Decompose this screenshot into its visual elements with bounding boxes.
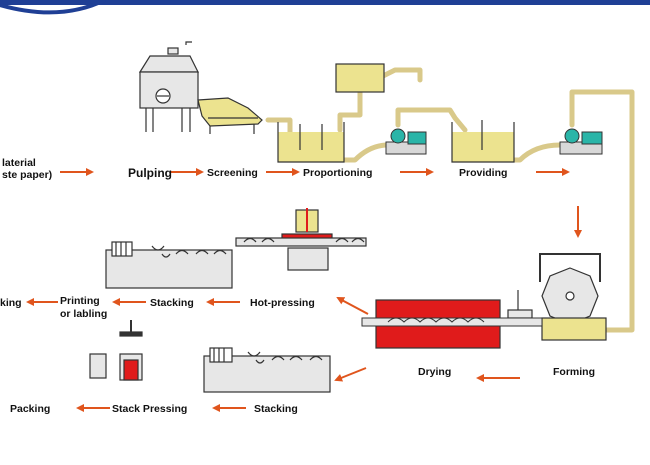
stacking-machine-icon: [105, 241, 233, 289]
forming-machine-icon: [507, 253, 607, 341]
dryer-icon: [361, 299, 543, 349]
stack-pressing-label: Stack Pressing: [112, 403, 187, 415]
pump-icon: [385, 128, 427, 155]
pulping-label: Pulping: [128, 166, 172, 180]
header-band: [0, 0, 650, 15]
pipes: [265, 67, 635, 333]
providing-tank-icon: [451, 120, 515, 163]
hot-press-icon: [235, 208, 367, 271]
screening-machine-icon: [197, 97, 263, 134]
packing-label: Packing: [10, 403, 50, 415]
raw-material-label-2: ste paper): [2, 169, 52, 181]
overhead-tank-icon: [335, 63, 385, 93]
forming-label: Forming: [553, 366, 595, 378]
stacking-label-2: Stacking: [254, 403, 298, 415]
flow-arrows: [26, 168, 582, 412]
stacking-machine-icon: [203, 347, 331, 393]
stacking-label: Stacking: [150, 297, 194, 309]
screening-label: Screening: [207, 167, 258, 179]
raw-material-label: laterial: [2, 157, 36, 169]
hot-pressing-label: Hot-pressing: [250, 297, 315, 309]
providing-label: Providing: [459, 167, 507, 179]
drying-label: Drying: [418, 366, 451, 378]
printing-label: Printing: [60, 295, 100, 307]
proportioning-label: Proportioning: [303, 167, 372, 179]
pump-icon: [559, 128, 603, 155]
printing-label-2: or labling: [60, 308, 107, 320]
pulper-machine-icon: [138, 41, 199, 132]
proportioning-tank-icon: [277, 122, 345, 163]
packing-label-cut: king: [0, 297, 22, 309]
stack-press-icon: [89, 320, 143, 381]
